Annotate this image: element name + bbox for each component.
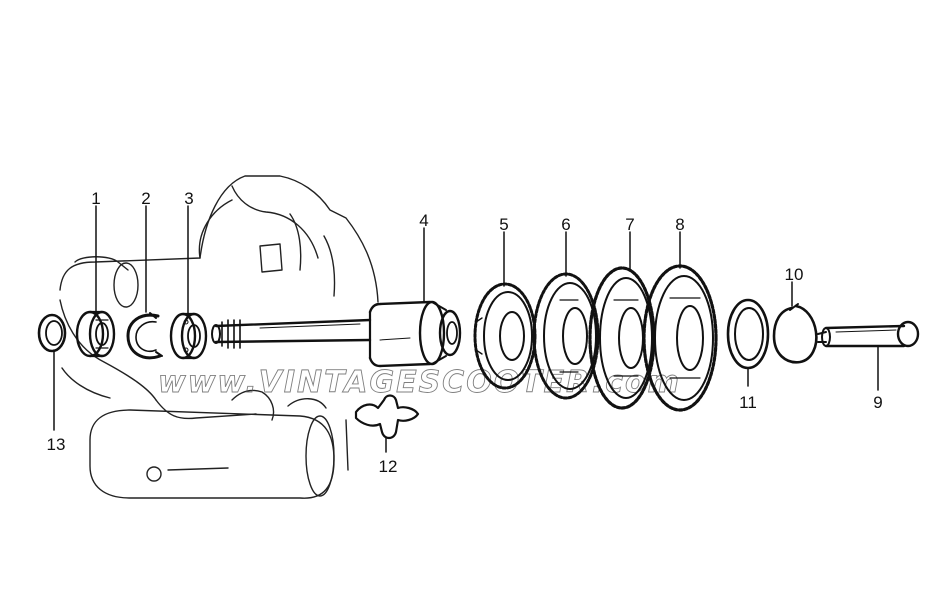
callout-7: 7 [625,215,634,234]
part-10-circlip [772,303,818,364]
part-11-washer [726,298,770,370]
callout-6: 6 [561,215,570,234]
part-3-bearing [169,312,208,360]
part-12-cross-spider [354,394,420,440]
callout-3: 3 [184,189,193,208]
callout-13: 13 [47,435,66,454]
part-4-shaft [211,300,462,368]
callout-labels: 1 2 3 4 5 6 7 8 9 10 11 12 13 [47,189,883,476]
callout-11: 11 [739,393,757,412]
part-13-seal [37,313,67,353]
leader-lines [53,205,879,453]
part-2-circlip [126,312,163,360]
callout-1: 1 [91,189,100,208]
engine-casing-outline [59,175,379,499]
callout-9: 9 [873,393,882,412]
callout-10: 10 [785,265,804,284]
callout-12: 12 [379,457,398,476]
callout-8: 8 [675,215,684,234]
callout-2: 2 [141,189,150,208]
callout-5: 5 [499,215,508,234]
part-9-pin [817,320,920,348]
part-1-bearing [75,310,116,358]
callout-4: 4 [419,211,428,230]
